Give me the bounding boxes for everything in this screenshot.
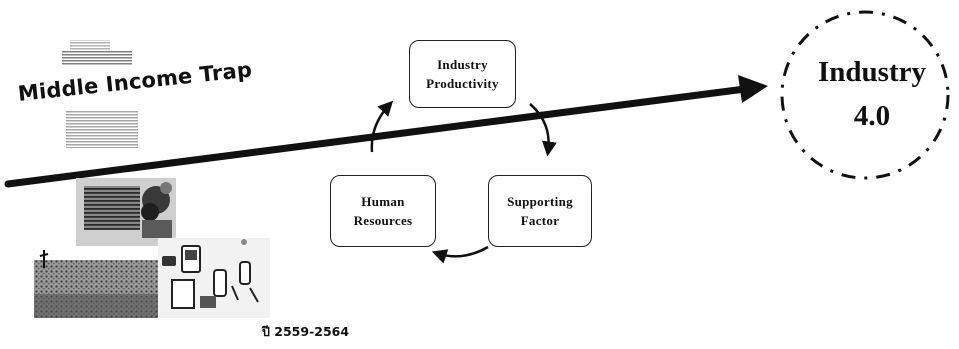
industry-photo <box>76 178 176 246</box>
devices-photo <box>158 238 270 318</box>
cycle-arrow-supporting-to-human <box>431 245 489 264</box>
trap-streak-graphic <box>62 40 138 148</box>
human-line1: Human <box>361 194 405 209</box>
industry-4-label: Industry 4.0 <box>792 50 952 138</box>
human-resources-box: Human Resources <box>330 175 436 247</box>
goal-circle <box>780 10 950 180</box>
human-line2: Resources <box>353 213 413 228</box>
productivity-line1: Industry <box>437 57 488 72</box>
industry-productivity-box: Industry Productivity <box>409 40 516 108</box>
supporting-line1: Supporting <box>507 194 573 209</box>
supporting-factor-box: Supporting Factor <box>488 175 592 247</box>
cycle-arrow-human-to-productivity <box>370 100 394 153</box>
cycle-arrow-productivity-to-supporting <box>529 103 557 157</box>
goal-line1: Industry <box>818 56 926 88</box>
period-label: ปี 2559-2564 <box>262 324 350 339</box>
agriculture-photo <box>34 250 158 318</box>
productivity-line2: Productivity <box>426 76 499 91</box>
supporting-line2: Factor <box>520 213 560 228</box>
goal-line2: 4.0 <box>853 100 891 132</box>
trajectory-arrow <box>4 75 768 188</box>
